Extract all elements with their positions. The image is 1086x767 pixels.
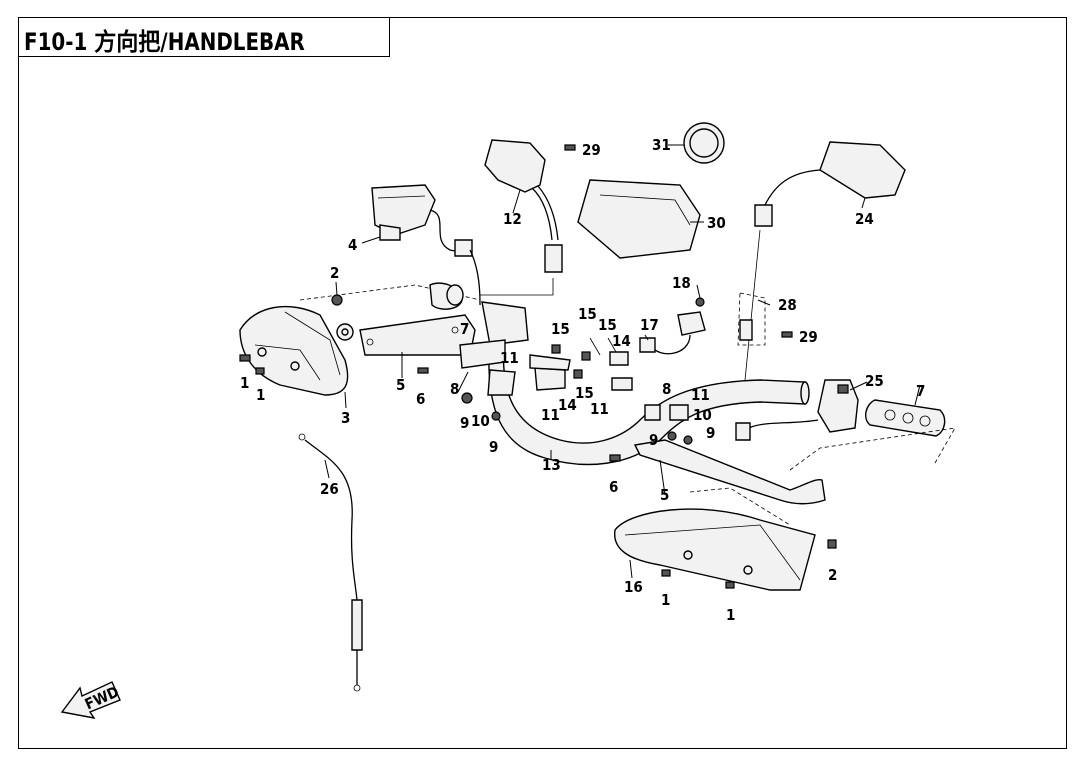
right-mirror xyxy=(744,141,906,381)
label-9d: 9 xyxy=(706,424,715,442)
label-11d: 11 xyxy=(691,386,710,404)
label-15b: 15 xyxy=(578,305,597,323)
horn-switch xyxy=(639,297,706,355)
handlebar-clamps xyxy=(529,337,693,445)
fwd-arrow-icon: FWD xyxy=(60,681,122,719)
label-28: 28 xyxy=(778,296,797,314)
label-25: 25 xyxy=(865,372,884,390)
label-15a: 15 xyxy=(551,320,570,338)
left-hand-guard xyxy=(239,305,349,396)
label-15d: 15 xyxy=(575,384,594,402)
left-brace-bar xyxy=(299,284,481,356)
left-mirror xyxy=(479,139,563,305)
label-1b: 1 xyxy=(256,386,265,404)
leader-lines xyxy=(324,144,921,579)
label-1d: 1 xyxy=(726,606,735,624)
handlebar-tube xyxy=(488,329,810,466)
label-4: 4 xyxy=(348,236,357,254)
label-13: 13 xyxy=(542,456,561,474)
label-2a: 2 xyxy=(330,264,339,282)
label-9b: 9 xyxy=(489,438,498,456)
label-6b: 6 xyxy=(609,478,618,496)
label-5a: 5 xyxy=(396,376,405,394)
throttle-controller xyxy=(371,184,481,306)
label-14b: 14 xyxy=(612,332,631,350)
label-16: 16 xyxy=(624,578,643,596)
label-9a: 9 xyxy=(460,414,469,432)
label-2b: 2 xyxy=(828,566,837,584)
part-labels: 1 1 1 1 2 2 3 4 5 5 6 6 7 7 8 8 9 9 9 9 … xyxy=(240,136,925,624)
clutch-switch-assembly xyxy=(429,282,529,421)
label-31: 31 xyxy=(652,136,671,154)
meter-cover xyxy=(564,122,725,259)
label-12: 12 xyxy=(503,210,522,228)
label-15c: 15 xyxy=(598,316,617,334)
label-5b: 5 xyxy=(660,486,669,504)
label-11b: 11 xyxy=(541,406,560,424)
fwd-label: FWD xyxy=(82,683,122,714)
right-switch-and-grip xyxy=(735,292,956,471)
label-11c: 11 xyxy=(590,400,609,418)
label-11a: 11 xyxy=(500,349,519,367)
label-1c: 1 xyxy=(661,591,670,609)
label-7a: 7 xyxy=(460,320,469,338)
label-1a: 1 xyxy=(240,374,249,392)
label-3: 3 xyxy=(341,409,350,427)
label-10a: 10 xyxy=(471,412,490,430)
drawing-frame xyxy=(18,17,1067,749)
right-brace-bar xyxy=(609,439,826,505)
label-24: 24 xyxy=(855,210,874,228)
throttle-cable xyxy=(298,433,363,692)
label-10b: 10 xyxy=(693,406,712,424)
title-box xyxy=(18,17,390,57)
page-title: F10-1 方向把/HANDLEBAR xyxy=(24,28,305,56)
label-29a: 29 xyxy=(582,141,601,159)
label-7b: 7 xyxy=(916,382,925,400)
label-17: 17 xyxy=(640,316,659,334)
label-30: 30 xyxy=(707,214,726,232)
left-bolts xyxy=(239,294,429,375)
label-6a: 6 xyxy=(416,390,425,408)
label-8b: 8 xyxy=(662,380,671,398)
label-18: 18 xyxy=(672,274,691,292)
label-26: 26 xyxy=(320,480,339,498)
label-14a: 14 xyxy=(558,396,577,414)
right-hand-guard xyxy=(614,487,837,591)
label-9c: 9 xyxy=(649,431,658,449)
label-29b: 29 xyxy=(799,328,818,346)
label-8a: 8 xyxy=(450,380,459,398)
